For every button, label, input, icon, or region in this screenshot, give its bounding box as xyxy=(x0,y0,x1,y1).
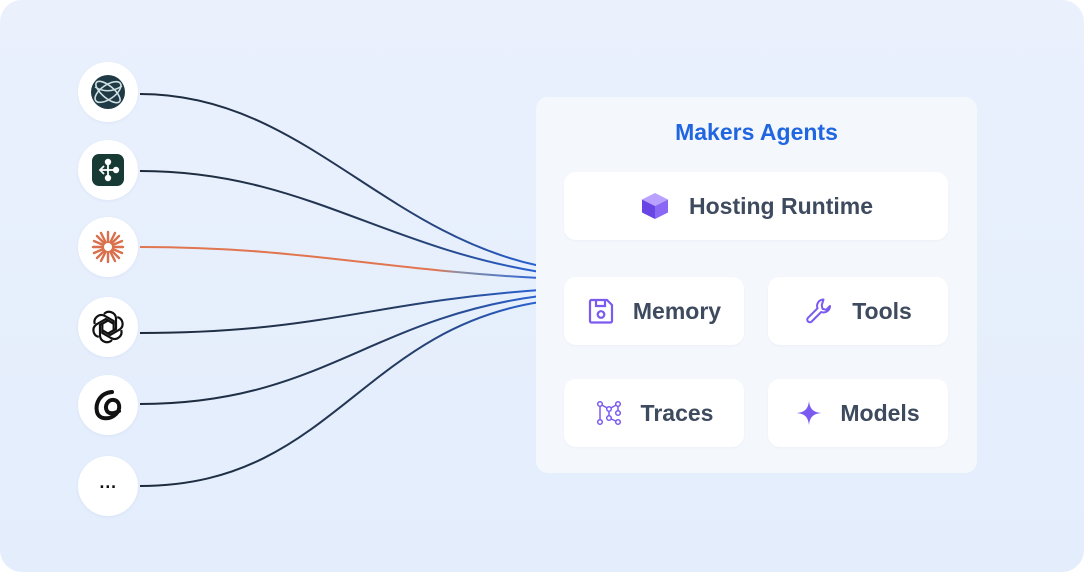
trace-graph-icon xyxy=(595,399,623,427)
traces-label: Traces xyxy=(640,399,714,426)
wire-globe xyxy=(139,93,541,267)
panel-title: Makers Agents xyxy=(675,119,838,145)
burst-provider[interactable] xyxy=(78,217,138,277)
tools-card[interactable]: Tools xyxy=(768,277,948,345)
tools-label: Tools xyxy=(852,297,912,324)
network-nodes-icon xyxy=(92,154,124,186)
save-disk-icon xyxy=(587,297,615,325)
models-card[interactable]: Models xyxy=(768,379,948,447)
globe-icon xyxy=(91,75,125,109)
cube-icon xyxy=(639,190,671,222)
memory-label: Memory xyxy=(632,297,722,324)
hosting-runtime-label: Hosting Runtime xyxy=(689,192,873,219)
more-provider[interactable]: ... xyxy=(78,456,138,516)
globe-provider[interactable] xyxy=(78,62,138,122)
traces-card[interactable]: Traces xyxy=(564,379,744,447)
knot-logo-icon xyxy=(92,310,124,344)
more-dots-icon: ... xyxy=(99,476,117,492)
wire-more xyxy=(139,301,541,487)
starburst-icon xyxy=(91,230,125,264)
wrench-icon xyxy=(804,296,834,326)
memory-card[interactable]: Memory xyxy=(564,277,744,345)
wire-swirl xyxy=(139,295,541,405)
sparkle-icon xyxy=(796,400,822,426)
swirl-provider[interactable] xyxy=(78,375,138,435)
knot-provider[interactable] xyxy=(78,297,138,357)
wire-network xyxy=(139,170,541,273)
wire-burst xyxy=(139,246,541,279)
network-provider[interactable] xyxy=(78,140,138,200)
swirl-logo-icon xyxy=(94,390,122,421)
makers-agents-panel: Makers Agents Hosting Runtime Memory xyxy=(536,97,977,473)
models-label: Models xyxy=(840,399,920,426)
wire-knot xyxy=(139,289,541,334)
hosting-runtime-card[interactable]: Hosting Runtime xyxy=(564,172,948,240)
